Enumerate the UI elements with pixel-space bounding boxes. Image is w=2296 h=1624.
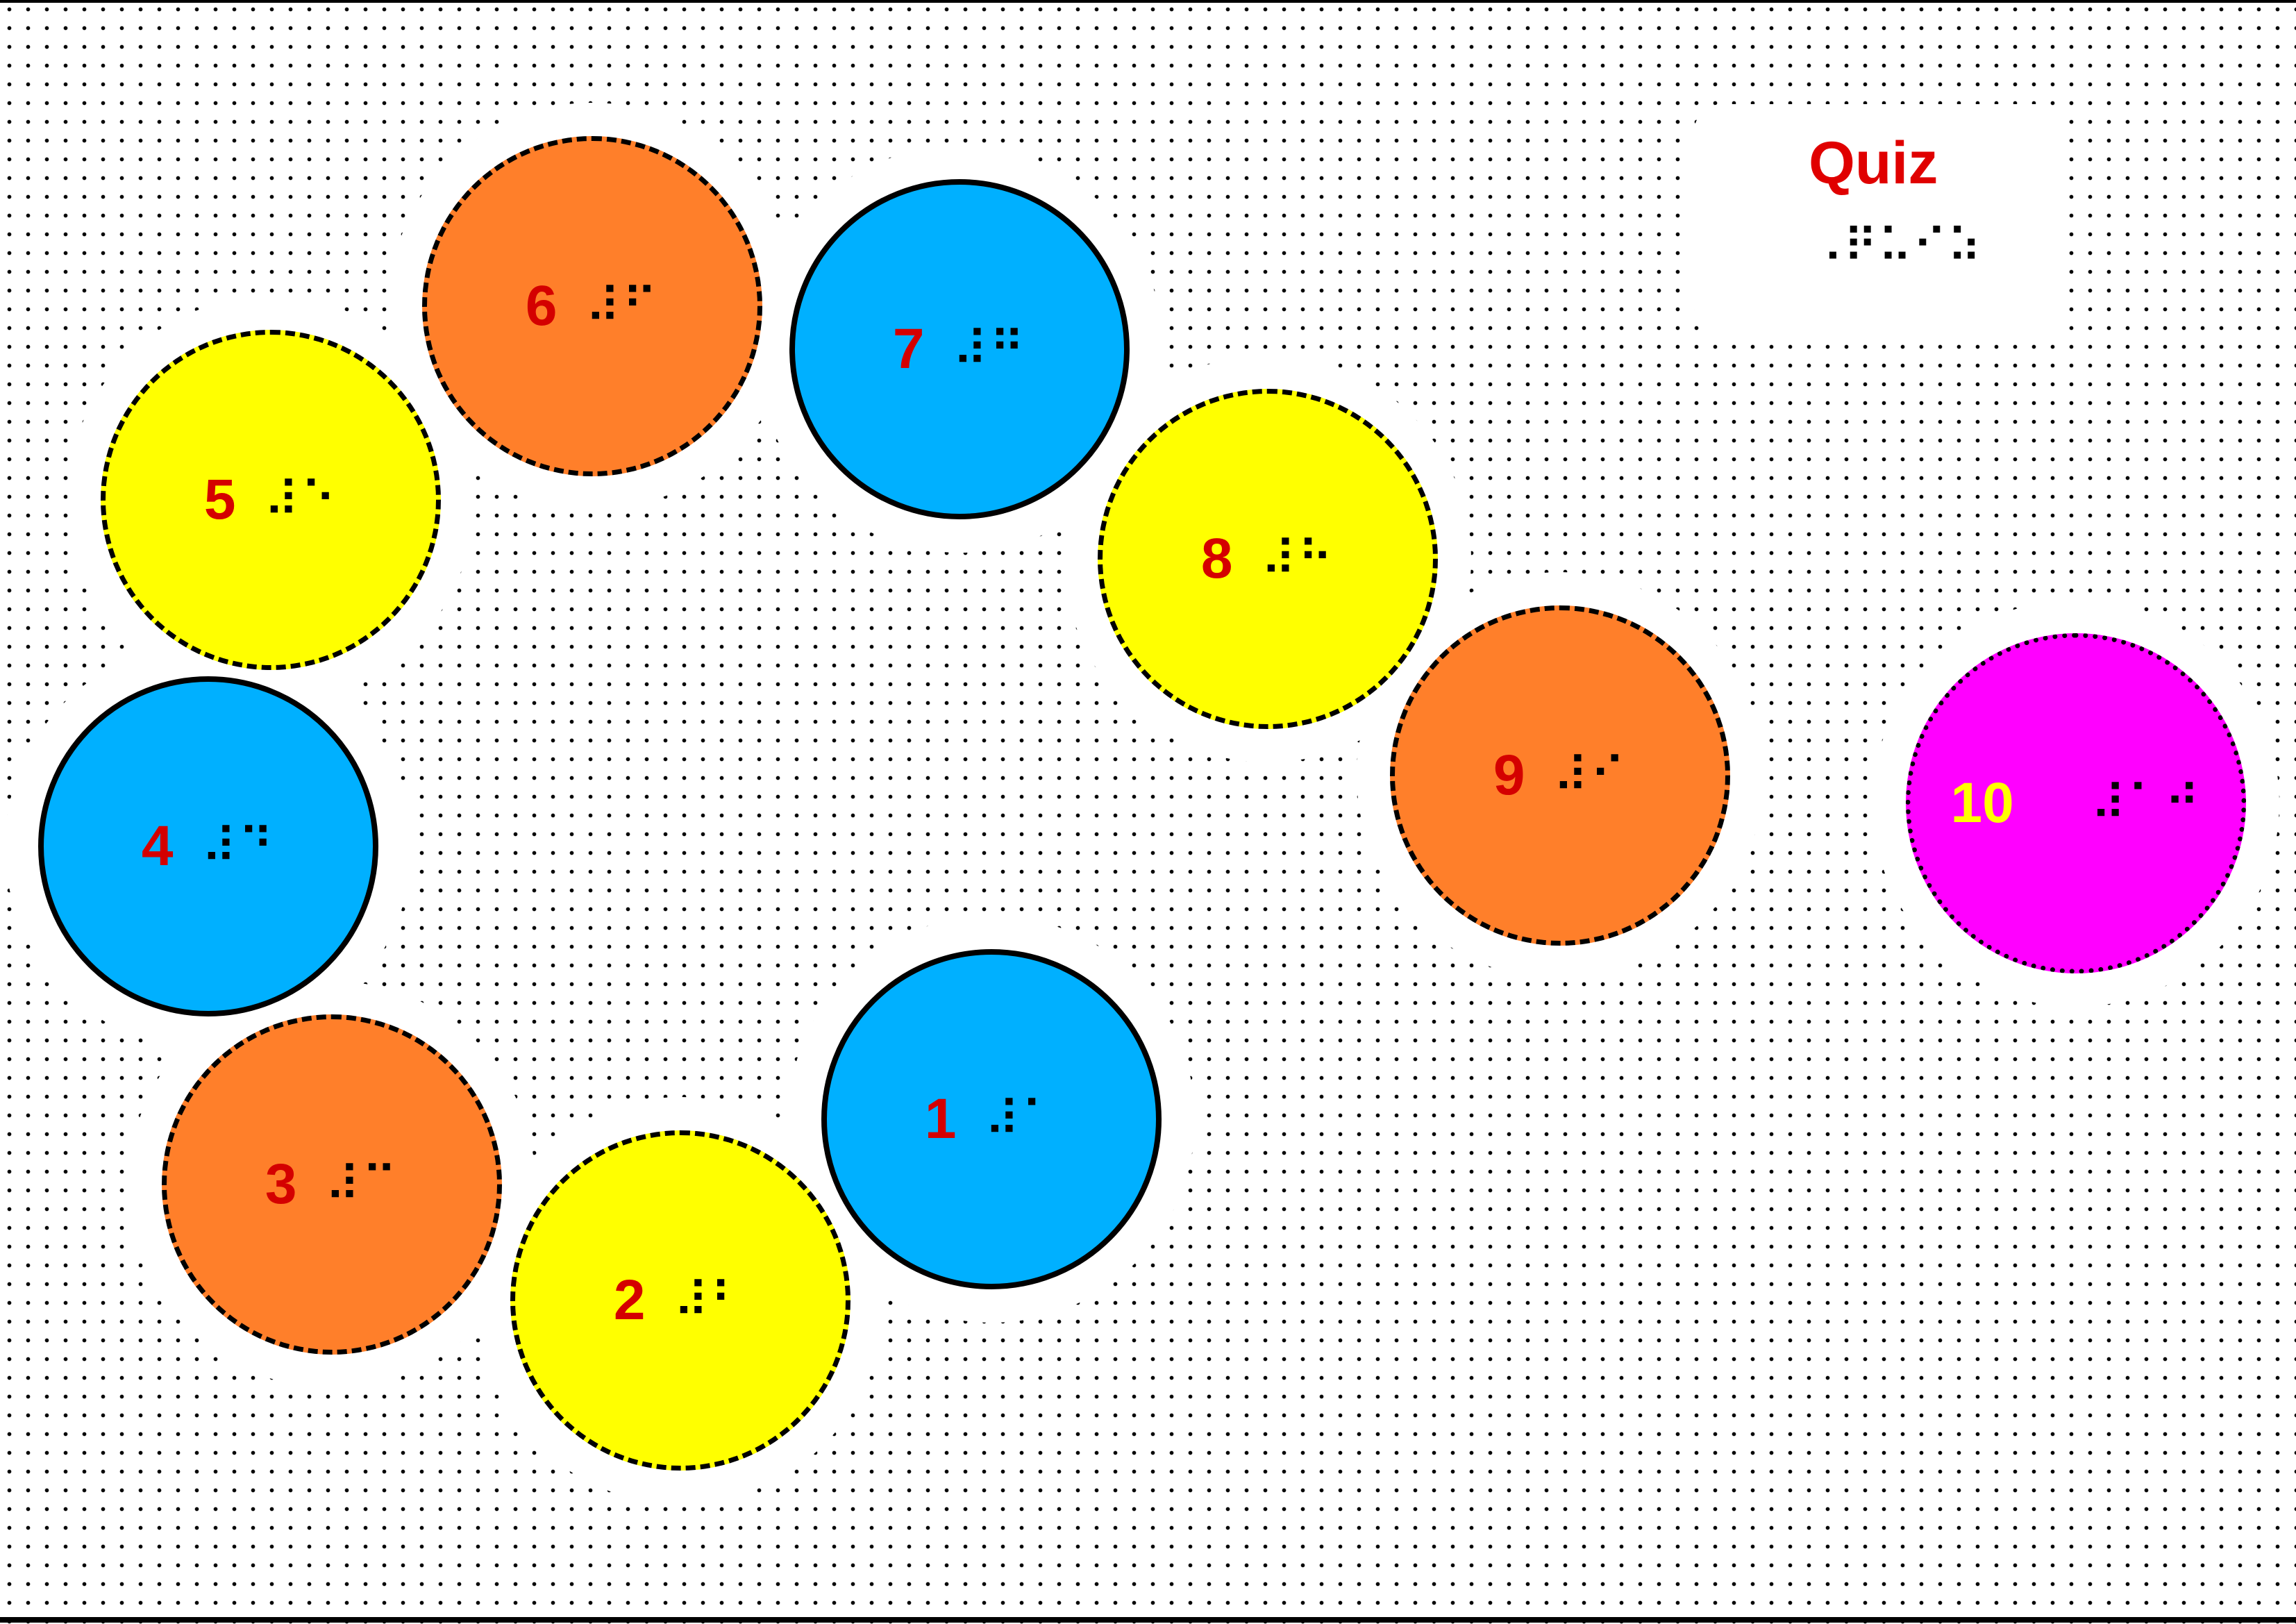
quiz-panel — [1694, 104, 2069, 333]
board-space-8[interactable]: 8 ⠼⠓ — [1098, 389, 1438, 729]
space-number: 6 — [525, 274, 558, 337]
board-space-6[interactable]: 6 ⠼⠋ — [422, 136, 762, 476]
board-space-2[interactable]: 2 ⠼⠃ — [510, 1130, 850, 1471]
board-space-7[interactable]: 7 ⠼⠛ — [789, 179, 1130, 519]
space-number: 8 — [1200, 527, 1233, 590]
quiz-title: Quiz — [1809, 130, 1938, 196]
space-number: 3 — [265, 1153, 297, 1216]
space-number: 1 — [924, 1087, 957, 1150]
board-space-9[interactable]: 9 ⠼⠊ — [1390, 605, 1730, 946]
board-space-1[interactable]: 1 ⠼⠁ — [821, 949, 1162, 1289]
quiz-braille-label: ⠠⠟⠥⠊⠵ — [1809, 219, 1982, 274]
bottom-border-line — [0, 1617, 2296, 1623]
space-braille-number: ⠼⠊ — [1552, 747, 1627, 804]
space-braille-number: ⠼⠑ — [263, 471, 338, 528]
space-number: 7 — [892, 317, 925, 380]
space-braille-number: ⠼⠛ — [952, 321, 1027, 378]
space-number: 4 — [141, 814, 174, 878]
space-number: 9 — [1493, 744, 1525, 807]
space-braille-number: ⠼⠁⠚ — [2090, 775, 2202, 832]
top-border-line — [0, 0, 2296, 3]
space-braille-number: ⠼⠋ — [585, 278, 660, 335]
space-braille-number: ⠼⠓ — [1260, 530, 1335, 587]
space-number: 10 — [1950, 771, 2014, 835]
space-number: 2 — [613, 1269, 646, 1332]
board-space-3[interactable]: 3 ⠼⠉ — [162, 1014, 502, 1355]
board-space-4[interactable]: 4 ⠼⠙ — [38, 676, 378, 1016]
space-number: 5 — [203, 468, 236, 531]
board-space-5[interactable]: 5 ⠼⠑ — [101, 330, 441, 670]
space-braille-number: ⠼⠉ — [324, 1156, 399, 1213]
space-braille-number: ⠼⠃ — [673, 1272, 748, 1329]
board-space-10[interactable]: 10 ⠼⠁⠚ — [1906, 633, 2246, 973]
space-braille-number: ⠼⠙ — [201, 818, 276, 875]
space-braille-number: ⠼⠁ — [984, 1091, 1059, 1148]
